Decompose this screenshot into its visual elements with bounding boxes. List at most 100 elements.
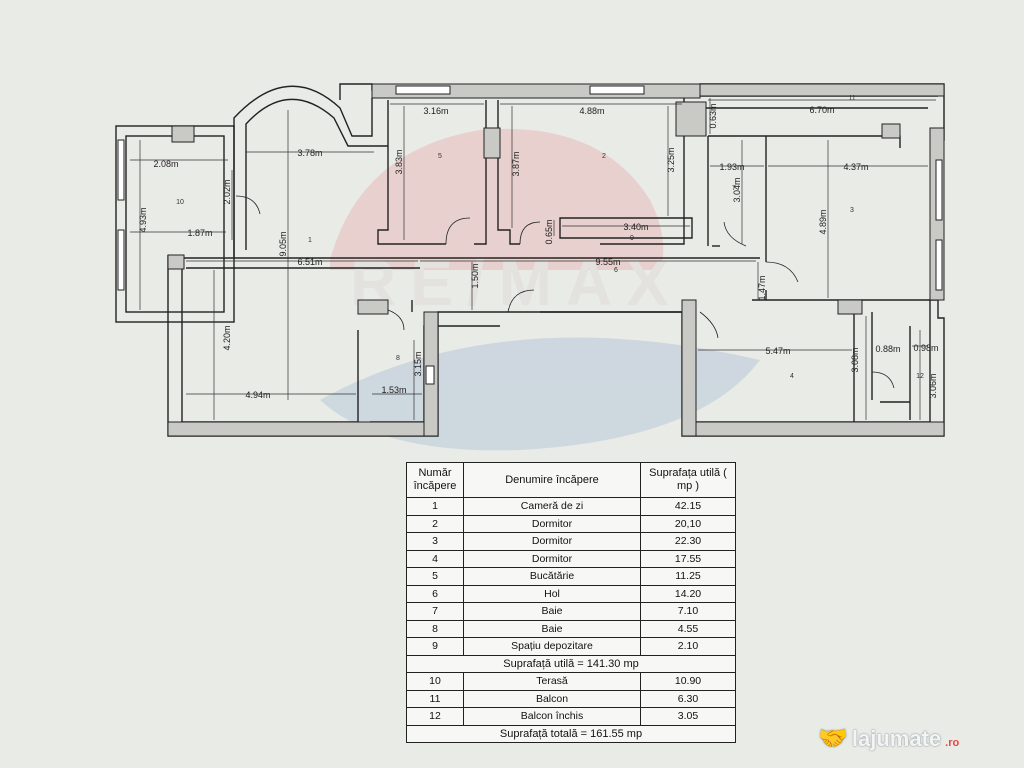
room-area-cell: 42.15 <box>640 497 736 516</box>
floor-plan: RE/MAX <box>115 83 945 451</box>
room-area-cell: 2.10 <box>640 637 736 656</box>
dim-label: 4.94m <box>245 390 270 400</box>
room-area-cell: 10.90 <box>640 672 736 691</box>
dim-label: 1.50m <box>470 263 480 288</box>
usable-area-total: Suprafață utilă = 141.30 mp <box>406 654 736 673</box>
room-numbers: 1 2 3 4 5 6 7 8 9 10 11 12 <box>176 95 924 380</box>
dim-label: 2.08m <box>153 159 178 169</box>
room-name-cell: Dormitor <box>463 514 641 533</box>
room-number-cell: 5 <box>406 567 464 586</box>
dim-label: 0.98m <box>913 343 938 353</box>
room-area-cell: 11.25 <box>640 567 736 586</box>
walls <box>115 83 945 437</box>
room-name-cell: Baie <box>463 619 641 638</box>
room-number: 1 <box>308 237 312 244</box>
room-number: 3 <box>850 207 854 214</box>
dim-label: 6.70m <box>809 105 834 115</box>
header-room-name: Denumire încăpere <box>463 462 641 498</box>
room-number-cell: 7 <box>406 602 464 621</box>
wall-fills <box>167 83 945 437</box>
room-number: 5 <box>438 153 442 160</box>
room-name-cell: Dormitor <box>463 549 641 568</box>
room-area-cell: 4.55 <box>640 619 736 638</box>
room-number-cell: 2 <box>406 514 464 533</box>
dim-label: 4.89m <box>818 209 828 234</box>
dim-label: 4.93m <box>138 207 148 232</box>
header-usable-area: Suprafața utilă ( mp ) <box>640 462 736 498</box>
room-name-cell: Baie <box>463 602 641 621</box>
dimension-labels: 2.08m 3.78m 3.16m 4.88m 6.70m 1.93m 4.37… <box>138 103 939 400</box>
windows <box>117 85 943 385</box>
room-number-cell: 12 <box>406 707 464 726</box>
room-number: 12 <box>916 373 924 380</box>
room-number-cell: 9 <box>406 637 464 656</box>
dim-label: 0.88m <box>875 344 900 354</box>
room-name-cell: Hol <box>463 584 641 603</box>
dim-label: 1.53m <box>381 385 406 395</box>
room-area-cell: 3.05 <box>640 707 736 726</box>
room-area-cell: 22.30 <box>640 532 736 551</box>
dim-label: 3.15m <box>413 351 423 376</box>
total-area: Suprafață totală = 161.55 mp <box>406 724 736 743</box>
handshake-icon: 🤝 <box>818 725 848 752</box>
room-name-cell: Spațiu depozitare <box>463 637 641 656</box>
room-number: 9 <box>630 235 634 242</box>
dim-label: 6.51m <box>297 257 322 267</box>
room-number: 11 <box>848 95 855 102</box>
room-name-cell: Balcon <box>463 689 641 708</box>
total-row: Suprafață totală = 161.55 mp <box>406 724 736 743</box>
watermark-site-tld: .ro <box>945 736 960 749</box>
dim-label: 3.06m <box>928 373 938 398</box>
room-area-cell: 20,10 <box>640 514 736 533</box>
table-header-row: Număr încăpere Denumire încăpere Suprafa… <box>406 462 736 498</box>
dim-label: 2.02m <box>222 179 232 204</box>
room-area-cell: 6.30 <box>640 689 736 708</box>
dim-label: 3.40m <box>623 222 648 232</box>
room-number-cell: 10 <box>406 672 464 691</box>
dim-label: 3.25m <box>666 147 676 172</box>
room-name-cell: Dormitor <box>463 532 641 551</box>
room-number-cell: 11 <box>406 689 464 708</box>
dim-label: 5.47m <box>765 346 790 356</box>
dim-label: 0.65m <box>544 219 554 244</box>
dim-label: 3.83m <box>394 149 404 174</box>
room-number: 10 <box>176 199 184 206</box>
dim-label: 3.08m <box>850 347 860 372</box>
room-name-cell: Balcon închis <box>463 707 641 726</box>
room-area-cell: 14.20 <box>640 584 736 603</box>
room-area-cell: 7.10 <box>640 602 736 621</box>
dim-label: 1.93m <box>719 162 744 172</box>
room-name-cell: Bucătărie <box>463 567 641 586</box>
room-area-cell: 17.55 <box>640 549 736 568</box>
dim-label: 9.55m <box>595 257 620 267</box>
room-number: 8 <box>396 355 400 362</box>
room-area-table: Număr încăpere Denumire încăpere Suprafa… <box>406 462 736 743</box>
dim-label: 4.20m <box>222 325 232 350</box>
room-name-cell: Cameră de zi <box>463 497 641 516</box>
room-number-cell: 3 <box>406 532 464 551</box>
dim-label: 3.16m <box>423 106 448 116</box>
room-number: 7 <box>732 185 736 192</box>
dim-label: 9.05m <box>278 231 288 256</box>
dimension-lines <box>130 98 936 420</box>
header-room-number: Număr încăpere <box>406 462 464 498</box>
dim-label: 0.63m <box>708 103 718 128</box>
dim-label: 4.37m <box>843 162 868 172</box>
room-number-cell: 6 <box>406 584 464 603</box>
room-number-cell: 4 <box>406 549 464 568</box>
lajumate-watermark: 🤝 lajumate.ro <box>818 724 959 753</box>
room-number-cell: 8 <box>406 619 464 638</box>
dim-label: 3.87m <box>511 151 521 176</box>
room-number-cell: 1 <box>406 497 464 516</box>
dim-label: 1.47m <box>757 275 767 300</box>
